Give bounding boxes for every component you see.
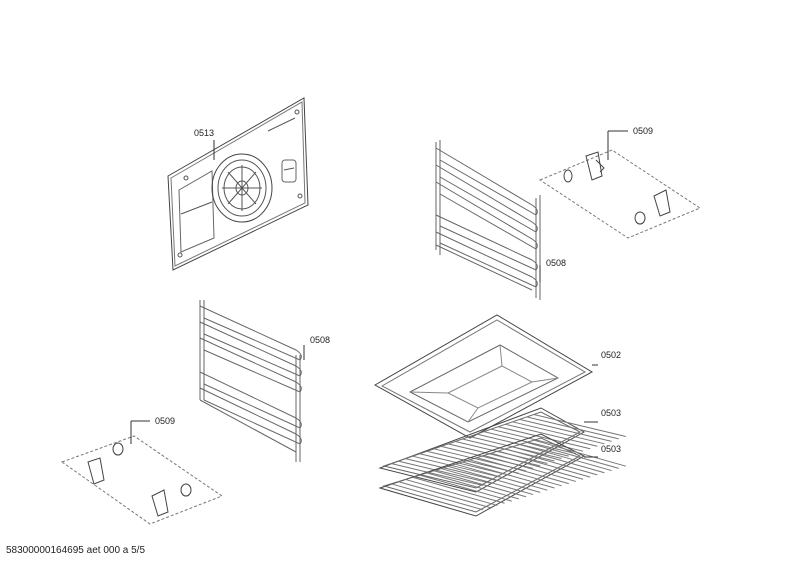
rack-wire — [413, 477, 505, 503]
callout-back-panel: 0513 — [194, 128, 214, 138]
document-footer: 58300000164695 aet 000 a 5/5 — [6, 545, 146, 556]
rack-wire — [491, 453, 583, 479]
rack-wire — [398, 461, 490, 483]
rack-wire — [534, 440, 626, 466]
rack-wire — [470, 460, 562, 486]
rack-wire — [434, 471, 526, 497]
wire-rack-lower — [380, 434, 626, 516]
rack-wire — [527, 442, 619, 468]
clip-set-bottom — [62, 436, 222, 524]
callout-tray: 0502 — [601, 350, 621, 360]
back-panel — [168, 98, 308, 270]
shelf-rail-right — [436, 140, 540, 300]
rack-wire — [398, 482, 490, 508]
rack-wire — [463, 462, 555, 488]
rack-wire — [520, 445, 612, 471]
callout-rail-right: 0508 — [546, 258, 566, 268]
rack-wire — [484, 432, 576, 454]
rack-wire — [391, 484, 483, 510]
rack-wire — [448, 444, 540, 466]
rack-wire — [477, 458, 569, 484]
rack-wire — [512, 447, 604, 473]
rack-wire — [534, 414, 626, 436]
rack-wire — [520, 419, 612, 441]
shelf-rail-left — [200, 300, 301, 462]
rack-wire — [455, 464, 547, 490]
callout-clips-top: 0509 — [633, 126, 653, 136]
rack-wire — [527, 417, 619, 439]
clip-set-top — [540, 150, 700, 238]
callout-rack-lower: 0503 — [601, 444, 621, 454]
callout-clips-bottom: 0509 — [155, 416, 175, 426]
rack-wire — [498, 451, 590, 477]
rack-wire — [427, 473, 519, 499]
rack-wire — [420, 475, 512, 501]
rack-wire — [498, 427, 590, 449]
baking-tray — [375, 315, 592, 438]
rack-wire — [391, 464, 483, 486]
rack-wire — [413, 456, 505, 478]
rack-wire — [505, 424, 597, 446]
rack-wire — [405, 479, 497, 505]
rack-wire — [512, 422, 604, 444]
rack-wire — [441, 469, 533, 495]
rack-wire — [448, 466, 540, 492]
rack-wire — [505, 449, 597, 475]
rack-wire — [484, 455, 576, 481]
callout-rack-upper: 0503 — [601, 408, 621, 418]
rack-wire — [405, 459, 497, 481]
callout-rail-left: 0508 — [310, 335, 330, 345]
